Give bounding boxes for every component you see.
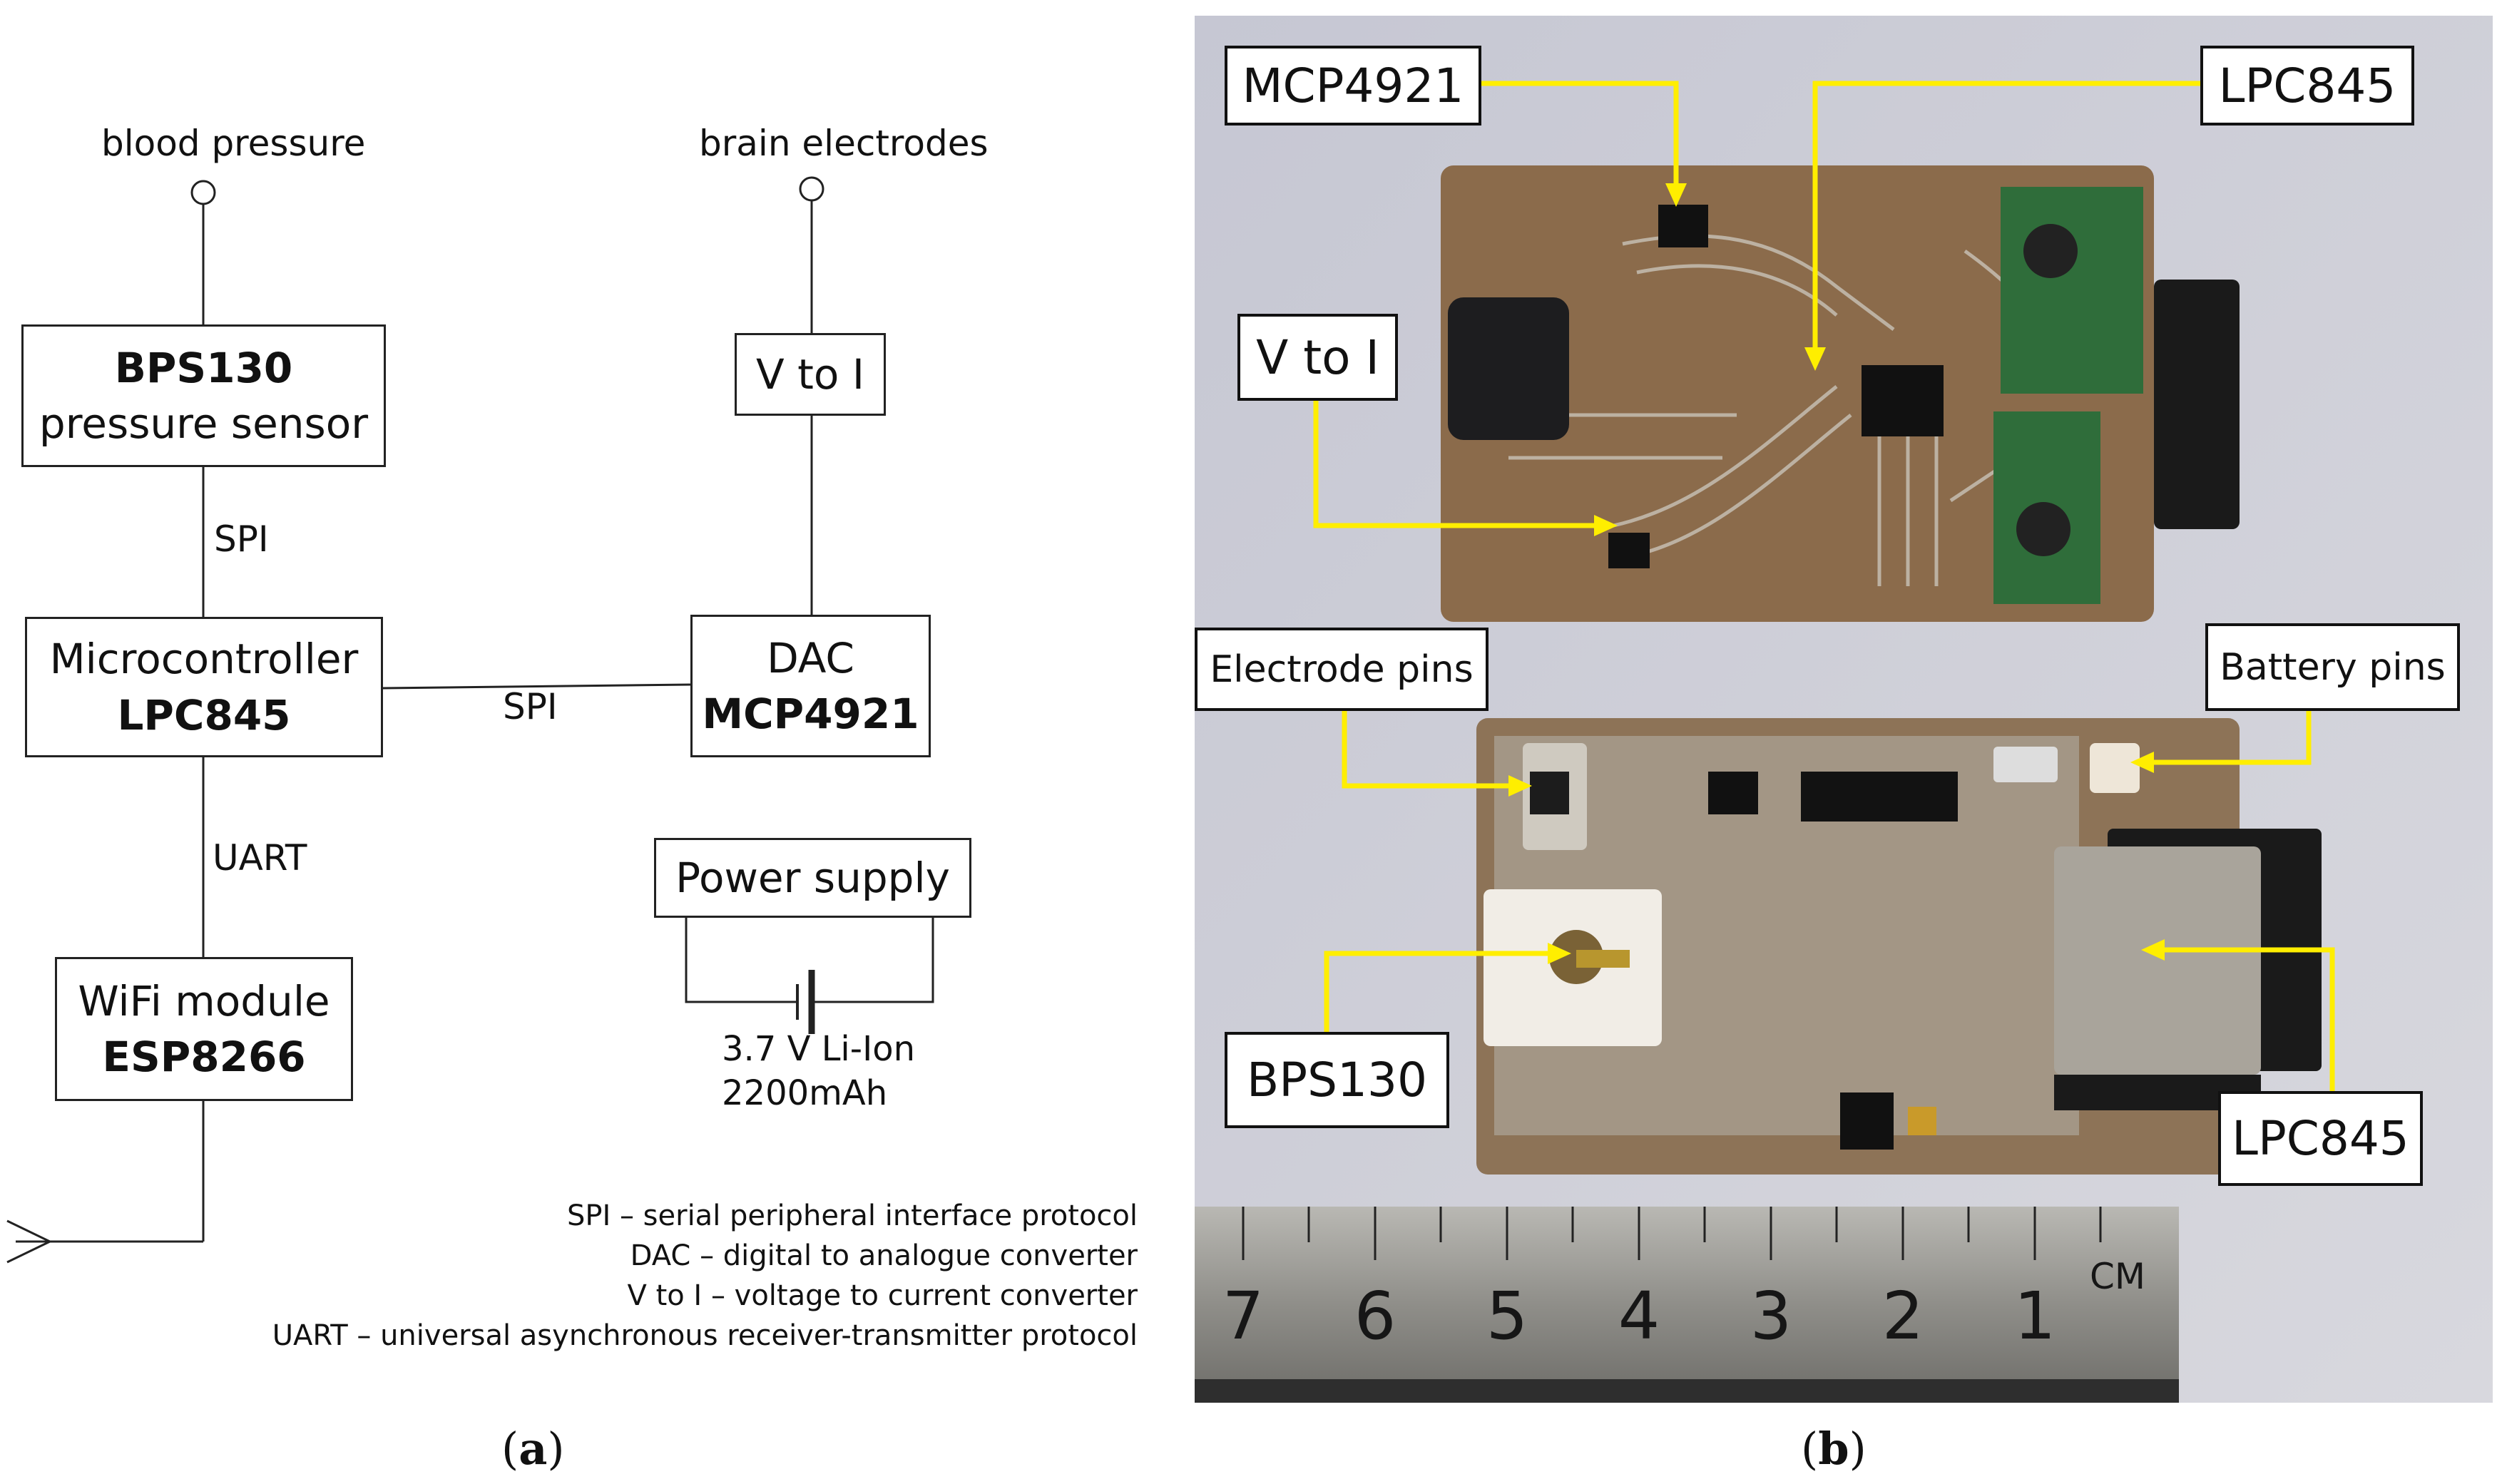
connector-top (2154, 280, 2240, 529)
chip-bottom-small (1708, 772, 1758, 814)
chip-v-to-i (1608, 533, 1650, 568)
pcb-top-substrate (1441, 165, 2154, 622)
ruler-numbers: 7 6 5 4 3 2 1 (1222, 1278, 2056, 1354)
capacitor-component (1908, 1107, 1936, 1135)
block-mcu-title: Microcontroller (49, 635, 359, 684)
battery-capacity: 2200mAh (722, 1073, 888, 1114)
photo-label-bps130: BPS130 (1225, 1032, 1449, 1128)
pcb-bottom (1476, 718, 2322, 1175)
photo-label-v-to-i: V to I (1237, 314, 1398, 401)
block-wifi-model: ESP8266 (102, 1033, 306, 1081)
block-sensor-type: pressure sensor (39, 399, 369, 448)
ruler-number: 3 (1750, 1278, 1792, 1354)
block-pressure-sensor: BPS130 pressure sensor (21, 324, 386, 467)
arrow-bps130 (1324, 951, 1548, 1032)
terminal-circle-brain (799, 176, 824, 202)
block-v-to-i: V to I (735, 333, 886, 416)
wire-power-left (685, 916, 797, 1003)
block-dac-model: MCP4921 (702, 690, 919, 738)
device-photo: 7 6 5 4 3 2 1 CM MCP49 (1195, 16, 2493, 1403)
arrow-mcp4921 (1480, 81, 1679, 183)
ruler-edge (1195, 1379, 2179, 1403)
block-microcontroller: Microcontroller LPC845 (25, 617, 383, 757)
legend-item: SPI – serial peripheral interface protoc… (566, 1199, 1138, 1232)
terminal-label-brain-electrodes: brain electrodes (699, 123, 989, 164)
pcb-top-dark-block (1448, 297, 1569, 440)
legend-item: DAC – digital to analogue converter (630, 1239, 1138, 1272)
terminal-label-blood-pressure: blood pressure (101, 123, 366, 164)
electrode-pin-socket (1530, 772, 1569, 814)
caption-b: (b) (1801, 1423, 1867, 1475)
sensor-port-tube (1576, 950, 1630, 968)
arrow-v-to-i (1313, 401, 1594, 528)
caption-a: (a) (501, 1423, 565, 1475)
ruler-number: 4 (1618, 1278, 1660, 1354)
chip-lpc845-top (1862, 365, 1944, 436)
link-label-mcu-wifi: UART (213, 837, 307, 879)
block-sensor-model: BPS130 (114, 343, 293, 392)
ruler (1195, 1207, 2179, 1403)
legend-item: UART – universal asynchronous receiver-t… (272, 1319, 1138, 1352)
photo-label-mcp4921: MCP4921 (1225, 46, 1481, 126)
battery-voltage: 3.7 V Li-Ion (722, 1029, 916, 1069)
inductor-2 (2016, 502, 2070, 556)
ruler-number: 6 (1354, 1278, 1396, 1354)
button-component (1993, 747, 2058, 782)
wire-power-right (815, 916, 934, 1003)
battery-spec: 3.7 V Li-Ion 2200mAh (722, 1027, 915, 1116)
photo-label-lpc845-bottom: LPC845 (2218, 1091, 2423, 1186)
block-mcu-model: LPC845 (117, 690, 291, 740)
ruler-number: 1 (2014, 1278, 2056, 1354)
terminal-circle-bp (190, 180, 216, 205)
ruler-number: 7 (1222, 1278, 1265, 1354)
header-connector (1801, 772, 1958, 822)
antenna-symbol (6, 1219, 53, 1264)
annotation-arrowheads (1508, 183, 2165, 964)
jumper-component (1840, 1092, 1894, 1150)
abbreviation-legend: SPI – serial peripheral interface protoc… (0, 1199, 1138, 1363)
annotation-arrows (1313, 81, 2335, 1096)
block-power-supply: Power supply (654, 838, 971, 918)
inductor-1 (2023, 224, 2078, 278)
photo-label-electrode-pins: Electrode pins (1195, 628, 1489, 711)
wire-mcu-dac (382, 683, 691, 690)
ruler-number: 2 (1882, 1278, 1924, 1354)
block-power-title: Power supply (675, 853, 950, 902)
arrow-electrode-pins (1342, 711, 1508, 789)
ruler-unit: CM (2090, 1256, 2145, 1297)
legend-item: V to I – voltage to current converter (627, 1279, 1138, 1312)
link-label-sensor-mcu: SPI (214, 518, 269, 560)
photo-label-battery-pins: Battery pins (2205, 623, 2460, 711)
diagram-wires (6, 176, 934, 1264)
photo-label-lpc845-top: LPC845 (2200, 46, 2414, 126)
battery-pin-connector (2090, 743, 2140, 793)
arrow-lpc845-bottom (2165, 947, 2335, 1096)
ruler-body (1195, 1207, 2179, 1403)
link-label-mcu-dac: SPI (503, 686, 558, 727)
pcb-top (1441, 165, 2240, 622)
block-wifi-module: WiFi module ESP8266 (55, 957, 353, 1101)
block-dac-title: DAC (767, 633, 854, 682)
block-wifi-title: WiFi module (78, 976, 330, 1025)
block-dac: DAC MCP4921 (690, 615, 931, 757)
regulator-board-1 (2001, 187, 2143, 394)
ruler-number: 5 (1486, 1278, 1528, 1354)
block-vtoi-title: V to I (756, 349, 864, 399)
chip-mcp4921 (1658, 205, 1708, 247)
ruler-ticks (1242, 1207, 2102, 1260)
arrow-lpc845-top (1812, 81, 2200, 347)
wifi-module-shield (2054, 846, 2261, 1075)
arrow-battery-pins (2154, 711, 2312, 765)
